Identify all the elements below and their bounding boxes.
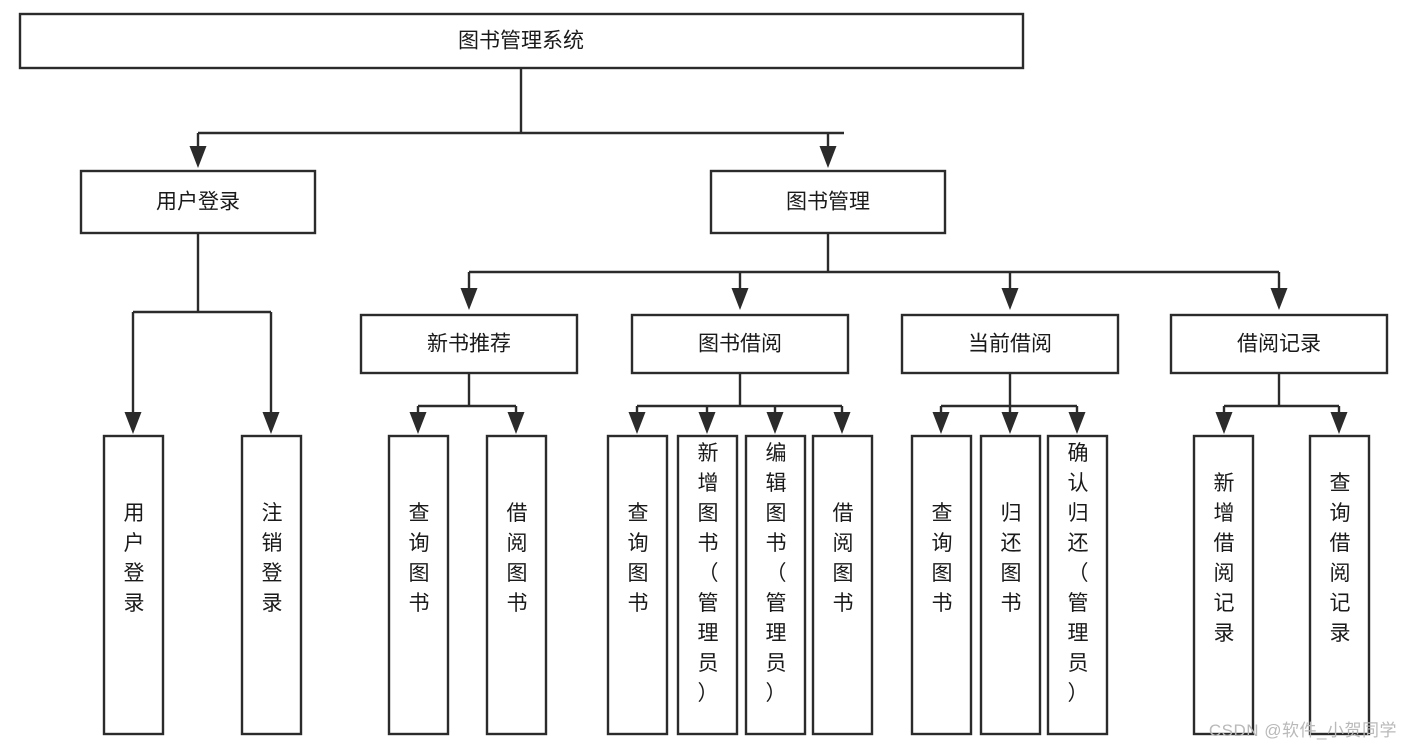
node-current-borrow[interactable]: 当前借阅 [900,313,1120,375]
node-leaf-bb-add-book-label: 新增图书（管理员） [698,442,719,705]
node-leaf-bb-borrow-book-label: 借阅图书 [833,502,854,615]
node-current-borrow-label: 当前借阅 [968,333,1052,356]
node-leaf-bb-query-book[interactable]: 查询图书 [606,434,669,736]
connector-bookborrow-to-leaves [628,373,851,434]
connector-userlogin-to-leaves [124,233,280,434]
node-leaf-bb-query-book-label: 查询图书 [628,502,649,615]
connector-newbook-to-leaves [409,373,525,434]
node-leaf-bb-add-book[interactable]: 新增图书（管理员） [676,434,739,736]
node-leaf-bl-add-record[interactable]: 新增借阅记录 [1192,434,1255,736]
node-borrow-log-label: 借阅记录 [1237,333,1321,356]
node-leaf-bl-query-record[interactable]: 查询借阅记录 [1308,434,1371,736]
node-leaf-bl-add-record-label: 新增借阅记录 [1214,472,1235,645]
node-leaf-bb-edit-book-label: 编辑图书（管理员） [766,442,787,705]
node-user-login[interactable]: 用户登录 [79,169,317,235]
node-leaf-cb-confirm-return-label: 确认归还（管理员） [1068,442,1089,705]
connector-bookmanage-to-level3 [460,233,1288,310]
node-leaf-bb-borrow-book[interactable]: 借阅图书 [811,434,874,736]
node-user-login-label: 用户登录 [156,191,240,214]
node-new-book-recommend[interactable]: 新书推荐 [359,313,579,375]
node-leaf-nbr-borrow-book-label: 借阅图书 [507,502,528,615]
node-leaf-cb-confirm-return[interactable]: 确认归还（管理员） [1046,434,1109,736]
node-borrow-log[interactable]: 借阅记录 [1169,313,1389,375]
node-leaf-bl-query-record-label: 查询借阅记录 [1330,472,1351,645]
node-leaf-cb-query-book-label: 查询图书 [932,502,953,615]
node-leaf-user-login-label: 用户登录 [124,502,145,615]
node-leaf-user-login[interactable]: 用户登录 [102,434,165,736]
node-book-manage-label: 图书管理 [786,191,870,214]
node-leaf-nbr-borrow-book[interactable]: 借阅图书 [485,434,548,736]
node-leaf-user-logout[interactable]: 注销登录 [240,434,303,736]
node-leaf-bb-edit-book[interactable]: 编辑图书（管理员） [744,434,807,736]
node-leaf-user-logout-label: 注销登录 [262,502,283,615]
node-leaf-cb-return-book[interactable]: 归还图书 [979,434,1042,736]
node-leaf-nbr-query-book[interactable]: 查询图书 [387,434,450,736]
connector-currentborrow-to-leaves [932,373,1086,434]
node-leaf-cb-return-book-label: 归还图书 [1001,502,1022,615]
node-book-borrow-label: 图书借阅 [698,333,782,356]
node-book-manage[interactable]: 图书管理 [709,169,947,235]
node-new-book-recommend-label: 新书推荐 [427,333,511,356]
node-book-borrow[interactable]: 图书借阅 [630,313,850,375]
node-root-label: 图书管理系统 [458,30,584,53]
connector-borrowlog-to-leaves [1215,373,1348,434]
connector-root-to-level2 [189,68,844,168]
node-leaf-nbr-query-book-label: 查询图书 [409,502,430,615]
node-leaf-cb-query-book[interactable]: 查询图书 [910,434,973,736]
node-root[interactable]: 图书管理系统 [18,12,1025,70]
